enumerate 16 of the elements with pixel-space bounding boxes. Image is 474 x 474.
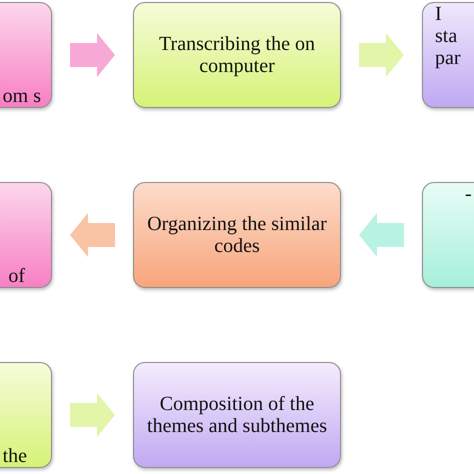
- process-box: [133, 182, 341, 288]
- step-text: om s: [2, 85, 41, 107]
- block-arrow: [359, 33, 404, 77]
- step-text: the: [2, 445, 27, 467]
- step-text: Organizing the similar codes: [146, 213, 328, 257]
- block-arrow: [70, 33, 115, 77]
- step-text: -: [465, 183, 472, 205]
- step-text: Composition of the themes and subthemes: [146, 393, 328, 437]
- step-text: of: [8, 265, 25, 287]
- block-arrow: [70, 393, 115, 437]
- process-box: [133, 362, 341, 468]
- process-box: [133, 2, 341, 108]
- step-text: I sta par: [435, 3, 462, 69]
- block-arrow: [359, 213, 404, 257]
- block-arrow: [70, 213, 115, 257]
- step-text: Transcribing the on computer: [158, 33, 316, 77]
